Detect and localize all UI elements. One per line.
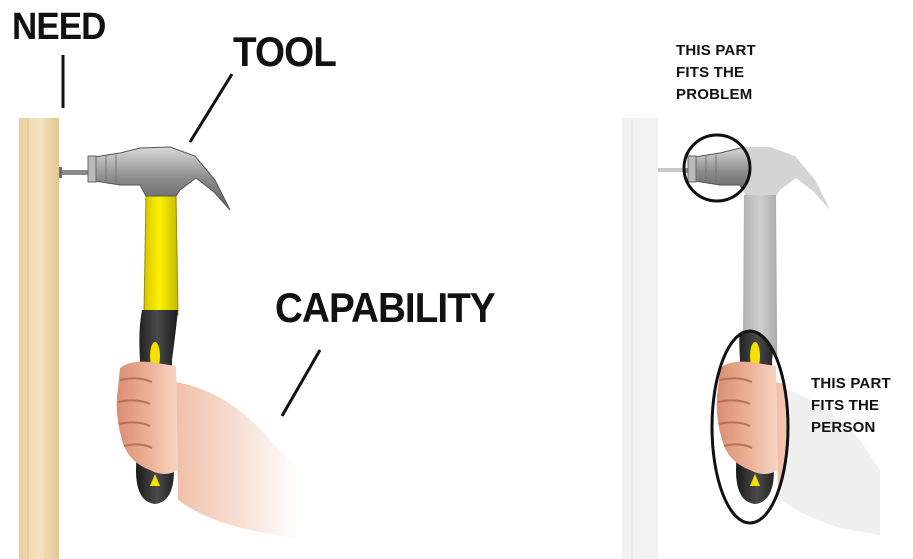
- note-line: THIS PART: [811, 373, 891, 395]
- note-line: PERSON: [811, 417, 891, 439]
- wood-board: [19, 118, 59, 559]
- nail-icon: [59, 167, 89, 178]
- note-line: PROBLEM: [676, 84, 756, 106]
- fits-person-note: THIS PART FITS THE PERSON: [811, 373, 891, 439]
- note-line: FITS THE: [676, 62, 756, 84]
- capability-label: CAPABILITY: [275, 284, 495, 332]
- note-line: FITS THE: [811, 395, 891, 417]
- faded-board: [622, 118, 658, 559]
- tool-label: TOOL: [233, 28, 336, 76]
- fits-problem-note: THIS PART FITS THE PROBLEM: [676, 40, 756, 106]
- hand-icon: [117, 362, 300, 540]
- tool-pointer-line: [190, 74, 232, 142]
- note-line: THIS PART: [676, 40, 756, 62]
- need-label: NEED: [12, 6, 105, 49]
- capability-pointer-line: [282, 350, 320, 416]
